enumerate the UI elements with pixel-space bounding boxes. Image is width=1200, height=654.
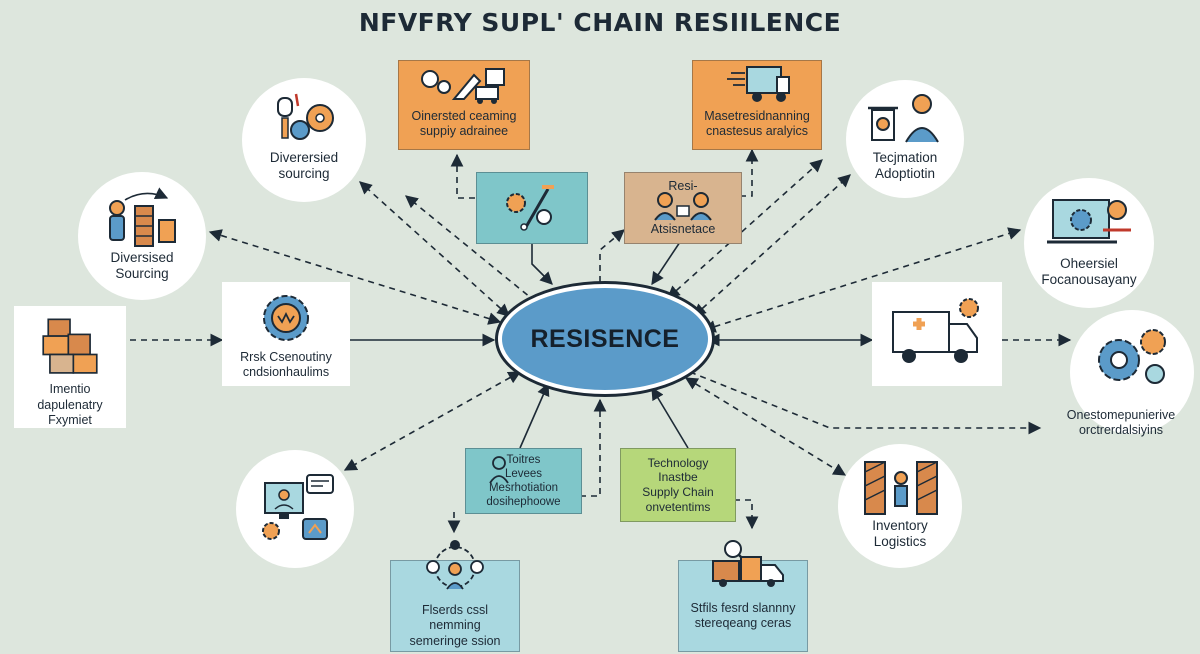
node-forecasting: Oheersiel Focanousayany [1024,178,1154,308]
label-forecasting: Oheersiel Focanousayany [1041,256,1137,288]
label-risk-management: Rrsk Csenoutiny cndsionhaulims [240,350,332,380]
warehouse-worker-icon [864,461,938,515]
connector-hub-diversified-supply [405,195,537,303]
node-gears-circle [1070,310,1194,434]
node-gear-box [476,172,588,244]
person-outline-icon [489,456,509,484]
connector-hub-resilience-assist [599,229,625,282]
hub-label: RESISENCE [530,324,680,353]
node-tools-levers: Toitres Levees Mesrhotiation dosihephoow… [465,448,582,514]
gear-tools-icon [506,185,554,231]
node-diversified-sourcing-top: Diverersied sourcing [242,78,366,202]
connector-gear-box-hub [531,243,553,285]
connector-hub-collab-circle [343,371,522,471]
label-resilience-assist: Atsisnetace [650,222,716,236]
central-hub: RESISENCE [498,284,712,394]
truck-analytics-icon [727,66,790,102]
connector-hub-gears-circle [689,371,1042,435]
label-scenario-planning-session: Flserds cssl nemming semeringe ssion [409,603,501,648]
label-inventory-left: Imentio dapulenatry Fxymiet [37,382,103,427]
node-technology-adoption: Tecjmation Adoptiotin [846,80,964,198]
node-diversified-sourcing-left: Diversised Sourcing [78,172,206,300]
label-diversified-supply: Oinersted ceaming suppiy adrainee [411,109,517,139]
label-tools-levers: Toitres Levees Mesrhotiation dosihephoow… [486,453,561,509]
node-inventory-logistics: Inventory Logistics [838,444,962,568]
connector-hub-forecast [702,227,1022,333]
node-scenario-planning-session: Flserds cssl nemming semeringe ssion [390,540,520,652]
diagram-title: NFVFRY SUPL' CHAIN RESIILENCE [358,8,842,37]
connector-diversified-supply-loop [450,153,476,199]
risk-gear-icon [263,295,309,341]
node-risk-management: Rrsk Csenoutiny cndsionhaulims [222,282,350,386]
connector-tools-hub [519,382,550,449]
factory-gears-icon [421,68,505,104]
medical-truck-icon [892,298,979,363]
label-strategy-planning: Stfils fesrd slannny stereqeang ceras [690,601,796,631]
node-inventory-left: Imentio dapulenatry Fxymiet [14,306,126,428]
node-resilience-assist: Resi- Atsisnetace [624,172,742,244]
delivery-truck-icon [712,540,784,587]
monitor-chat-icon [262,474,334,540]
worker-shelf-icon [109,187,176,247]
laptop-gears-icon [1047,199,1131,244]
node-technology-supply-chain: Technology Inastbe Supply Chain onvetent… [620,448,736,522]
sourcing-gears-icon [277,93,334,140]
label-technology-adoption: Tecjmation Adoptiotin [872,150,938,182]
person-workstation-icon [868,94,939,143]
label-resilience-assist-top: Resi- [668,178,698,193]
people-box-icon [654,192,712,221]
node-strategy-planning: Stfils fesrd slannny stereqeang ceras [678,540,808,652]
team-cycle-icon [426,540,484,590]
connector-technology-hub [580,398,607,497]
connector-technology-hub-right [651,386,689,449]
label-diversified-sourcing-left: Diversised Sourcing [110,250,174,282]
node-scenario-planning: Masetresidnanning cnastesus aralyics [692,60,822,150]
label-technology-supply-chain: Technology Inastbe Supply Chain onvetent… [642,455,714,514]
connector-hub-diversified-sourcing-left [208,229,502,325]
connector-technology-strategy [734,499,759,530]
gears-cluster-icon [1098,329,1166,384]
label-diversified-sourcing-top: Diverersied sourcing [269,150,339,182]
connector-resilience-assist-hub [651,241,681,286]
node-diversified-supply: Oinersted ceaming suppiy adrainee [398,60,530,150]
node-logistics-truck [872,282,1002,386]
label-gears-circle: Onestomepunierive orctrerdalsiyins [1066,408,1176,438]
label-inventory-logistics: Inventory Logistics [872,518,928,550]
node-collaboration-circle [236,450,354,568]
connector-hub-inventory-logistics [684,377,847,476]
boxes-stack-icon [42,318,98,374]
label-scenario-planning: Masetresidnanning cnastesus aralyics [704,109,810,139]
